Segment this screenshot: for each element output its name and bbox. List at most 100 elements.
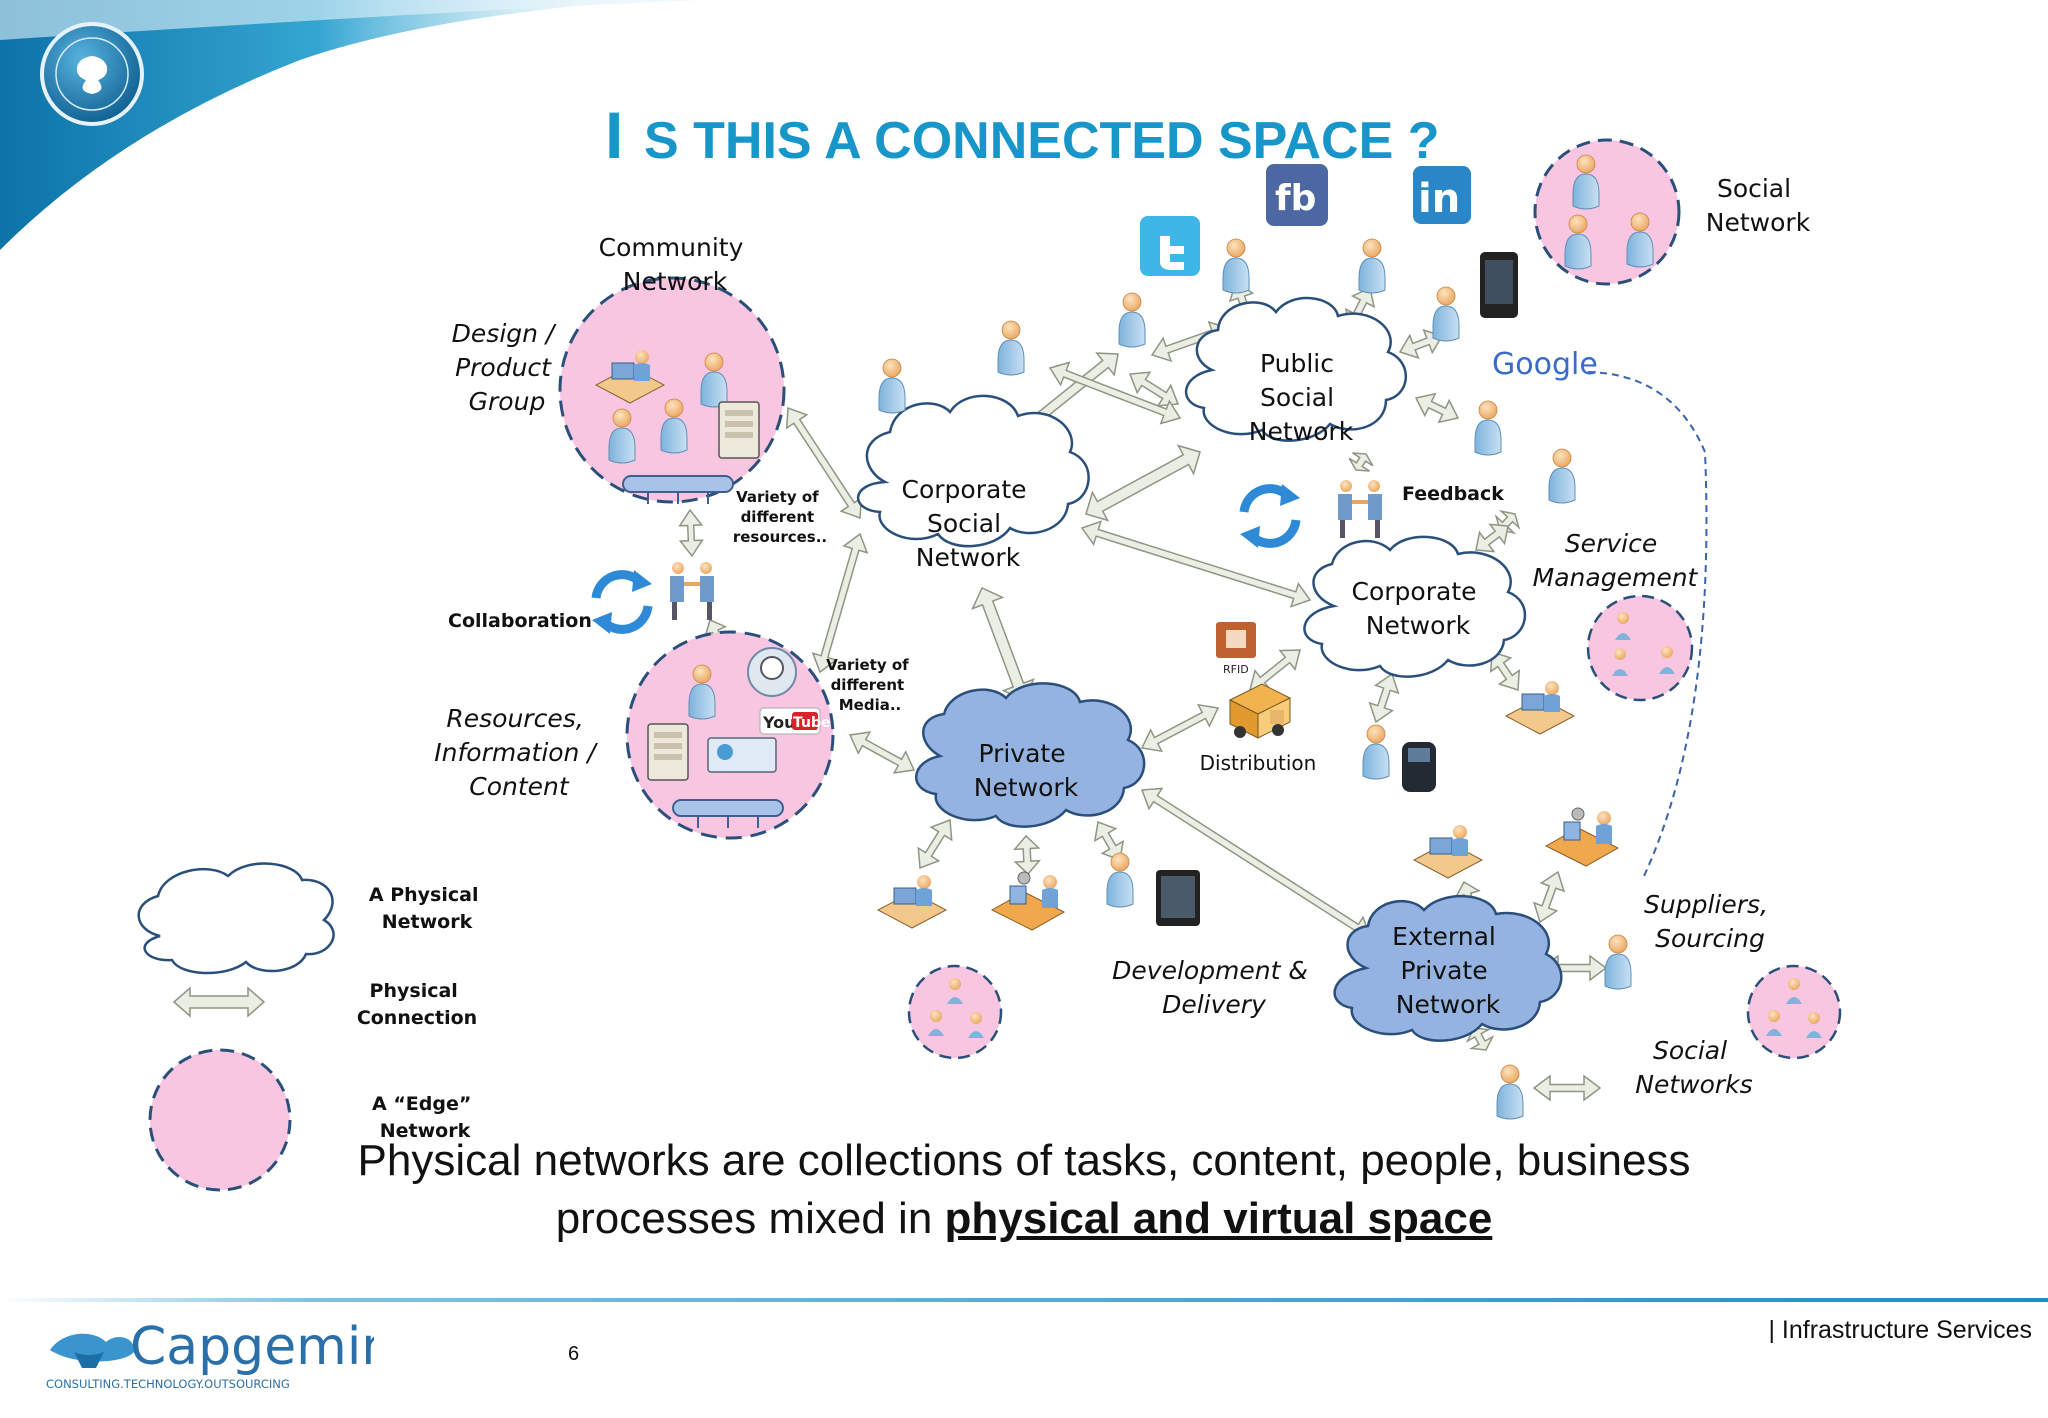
person-icon bbox=[1222, 238, 1250, 294]
capgemini-logo: Capgemini CONSULTING.TECHNOLOGY.OUTSOURC… bbox=[46, 1317, 374, 1391]
variety-resources-label: Variety of different resources.. bbox=[733, 488, 827, 546]
slide-title: S THIS A CONNECTED SPACE ? bbox=[644, 112, 1439, 170]
variety-media-label: Variety of different Media.. bbox=[826, 656, 914, 714]
person-icon bbox=[1362, 724, 1390, 780]
person-icon bbox=[1118, 292, 1146, 348]
person-icon bbox=[997, 320, 1025, 376]
social-network-top-label: Social Network bbox=[1706, 174, 1811, 237]
connection-arrow bbox=[848, 731, 916, 774]
person-icon bbox=[1474, 400, 1502, 456]
external-private-network-cloud bbox=[1333, 895, 1563, 1042]
tablet-icon bbox=[1156, 870, 1200, 926]
connection-arrow bbox=[1398, 328, 1444, 360]
connection-arrow bbox=[678, 508, 704, 558]
youtube-icon: You Tube bbox=[759, 707, 831, 735]
footer-rule bbox=[0, 1298, 2048, 1302]
rfid-icon: RFID bbox=[1216, 622, 1256, 676]
sync-icon bbox=[592, 570, 652, 634]
design-group-label: Design / Product Group bbox=[452, 319, 563, 416]
corporate-social-network-cloud bbox=[856, 394, 1090, 548]
capgemini-wordmark: Capgemini bbox=[130, 1317, 374, 1377]
facebook-text: fb bbox=[1275, 178, 1316, 219]
delivery-truck-icon bbox=[1228, 683, 1292, 739]
slide-title-first: I bbox=[605, 98, 623, 172]
corporate-network-cloud bbox=[1303, 535, 1526, 678]
capgemini-tagline: CONSULTING.TECHNOLOGY.OUTSOURCING bbox=[46, 1377, 290, 1391]
legend-physical-connection-label: Physical Connection bbox=[357, 980, 477, 1029]
legend: A Physical Network Physical Connection A… bbox=[137, 862, 485, 1192]
corporate-social-network-label: Corporate Social Network bbox=[902, 475, 1035, 572]
service-edge bbox=[1586, 594, 1694, 702]
connection-arrow bbox=[1532, 1074, 1602, 1102]
page-number: 6 bbox=[568, 1343, 580, 1365]
connection-arrow bbox=[785, 406, 863, 520]
feedback-handshake-icon bbox=[1336, 478, 1384, 540]
linkedin-text: in bbox=[1418, 176, 1460, 222]
connection-arrow bbox=[811, 532, 869, 674]
connection-arrow bbox=[1128, 371, 1180, 407]
feedback-label: Feedback bbox=[1402, 483, 1504, 505]
person-icon bbox=[1432, 286, 1460, 342]
connection-arrow bbox=[1085, 444, 1201, 522]
community-network-edge bbox=[558, 276, 786, 505]
blackberry-icon bbox=[1402, 742, 1436, 792]
caption-line-2: processes mixed in physical and virtual … bbox=[0, 1190, 2048, 1248]
connection-arrow bbox=[1013, 834, 1041, 876]
connection-arrow bbox=[1080, 520, 1312, 608]
person-icon bbox=[1358, 238, 1386, 294]
workstation-icon bbox=[877, 874, 947, 929]
private-network-label: Private Network bbox=[974, 739, 1079, 802]
connection-arrow bbox=[1249, 649, 1301, 691]
legend-edge-circle-icon bbox=[148, 1048, 292, 1192]
legend-physical-network-label: A Physical Network bbox=[369, 884, 485, 933]
sync-icon bbox=[1240, 484, 1300, 548]
resources-network-edge: You Tube bbox=[625, 630, 835, 840]
connection-arrow bbox=[1348, 452, 1374, 472]
connection-arrow bbox=[1532, 870, 1566, 924]
youtube-you: You bbox=[762, 713, 796, 732]
service-management-label: Service Management bbox=[1533, 529, 1699, 592]
external-private-network-label: External Private Network bbox=[1392, 922, 1504, 1019]
assembly-icon bbox=[1545, 807, 1619, 867]
legend-edge-network-label: A “Edge” Network bbox=[372, 1093, 478, 1142]
connection-arrow bbox=[1465, 1027, 1495, 1051]
smartphone-icon bbox=[1480, 252, 1518, 318]
google-icon: Google bbox=[1492, 347, 1598, 382]
workstation-icon bbox=[1413, 824, 1483, 879]
collaboration-handshake-icon bbox=[668, 560, 716, 622]
connection-arrow bbox=[1414, 392, 1460, 424]
connection-arrow bbox=[1489, 650, 1521, 692]
connection-arrow bbox=[917, 818, 953, 870]
twitter-icon bbox=[1140, 216, 1200, 276]
legend-cloud-icon bbox=[137, 862, 335, 975]
capgemini-spade-icon bbox=[50, 1333, 135, 1362]
person-icon bbox=[1496, 1064, 1524, 1120]
rfid-label: RFID bbox=[1223, 663, 1249, 676]
connection-arrow bbox=[1140, 703, 1220, 753]
person-icon bbox=[878, 358, 906, 414]
collaboration-label: Collaboration bbox=[448, 610, 592, 632]
resources-label: Resources, Information / Content bbox=[434, 704, 603, 801]
caption-prefix: processes mixed in bbox=[555, 1194, 945, 1243]
distribution-label: Distribution bbox=[1200, 751, 1317, 775]
assembly-icon bbox=[991, 871, 1065, 931]
linkedin-icon: in bbox=[1413, 166, 1471, 224]
corporate-network-label: Corporate Network bbox=[1352, 577, 1485, 640]
google-suppliers-link bbox=[1587, 371, 1708, 877]
footer-service-line: | Infrastructure Services bbox=[1768, 1316, 2032, 1344]
social-networks-label: Social Networks bbox=[1635, 1036, 1752, 1099]
caption-line-1: Physical networks are collections of tas… bbox=[357, 1136, 1691, 1185]
person-icon bbox=[1548, 448, 1576, 504]
connection-arrow bbox=[1368, 672, 1400, 724]
facebook-icon: fb bbox=[1266, 164, 1328, 226]
private-network-cloud bbox=[915, 682, 1146, 828]
development-delivery-label: Development & Delivery bbox=[1112, 956, 1316, 1019]
suppliers-sourcing-label: Suppliers, Sourcing bbox=[1644, 890, 1776, 953]
public-social-network-label: Public Social Network bbox=[1249, 349, 1354, 446]
google-text: Google bbox=[1492, 347, 1598, 382]
person-icon bbox=[1106, 852, 1134, 908]
caption-emphasis: physical and virtual space bbox=[944, 1194, 1493, 1243]
webcam-icon bbox=[747, 647, 797, 697]
